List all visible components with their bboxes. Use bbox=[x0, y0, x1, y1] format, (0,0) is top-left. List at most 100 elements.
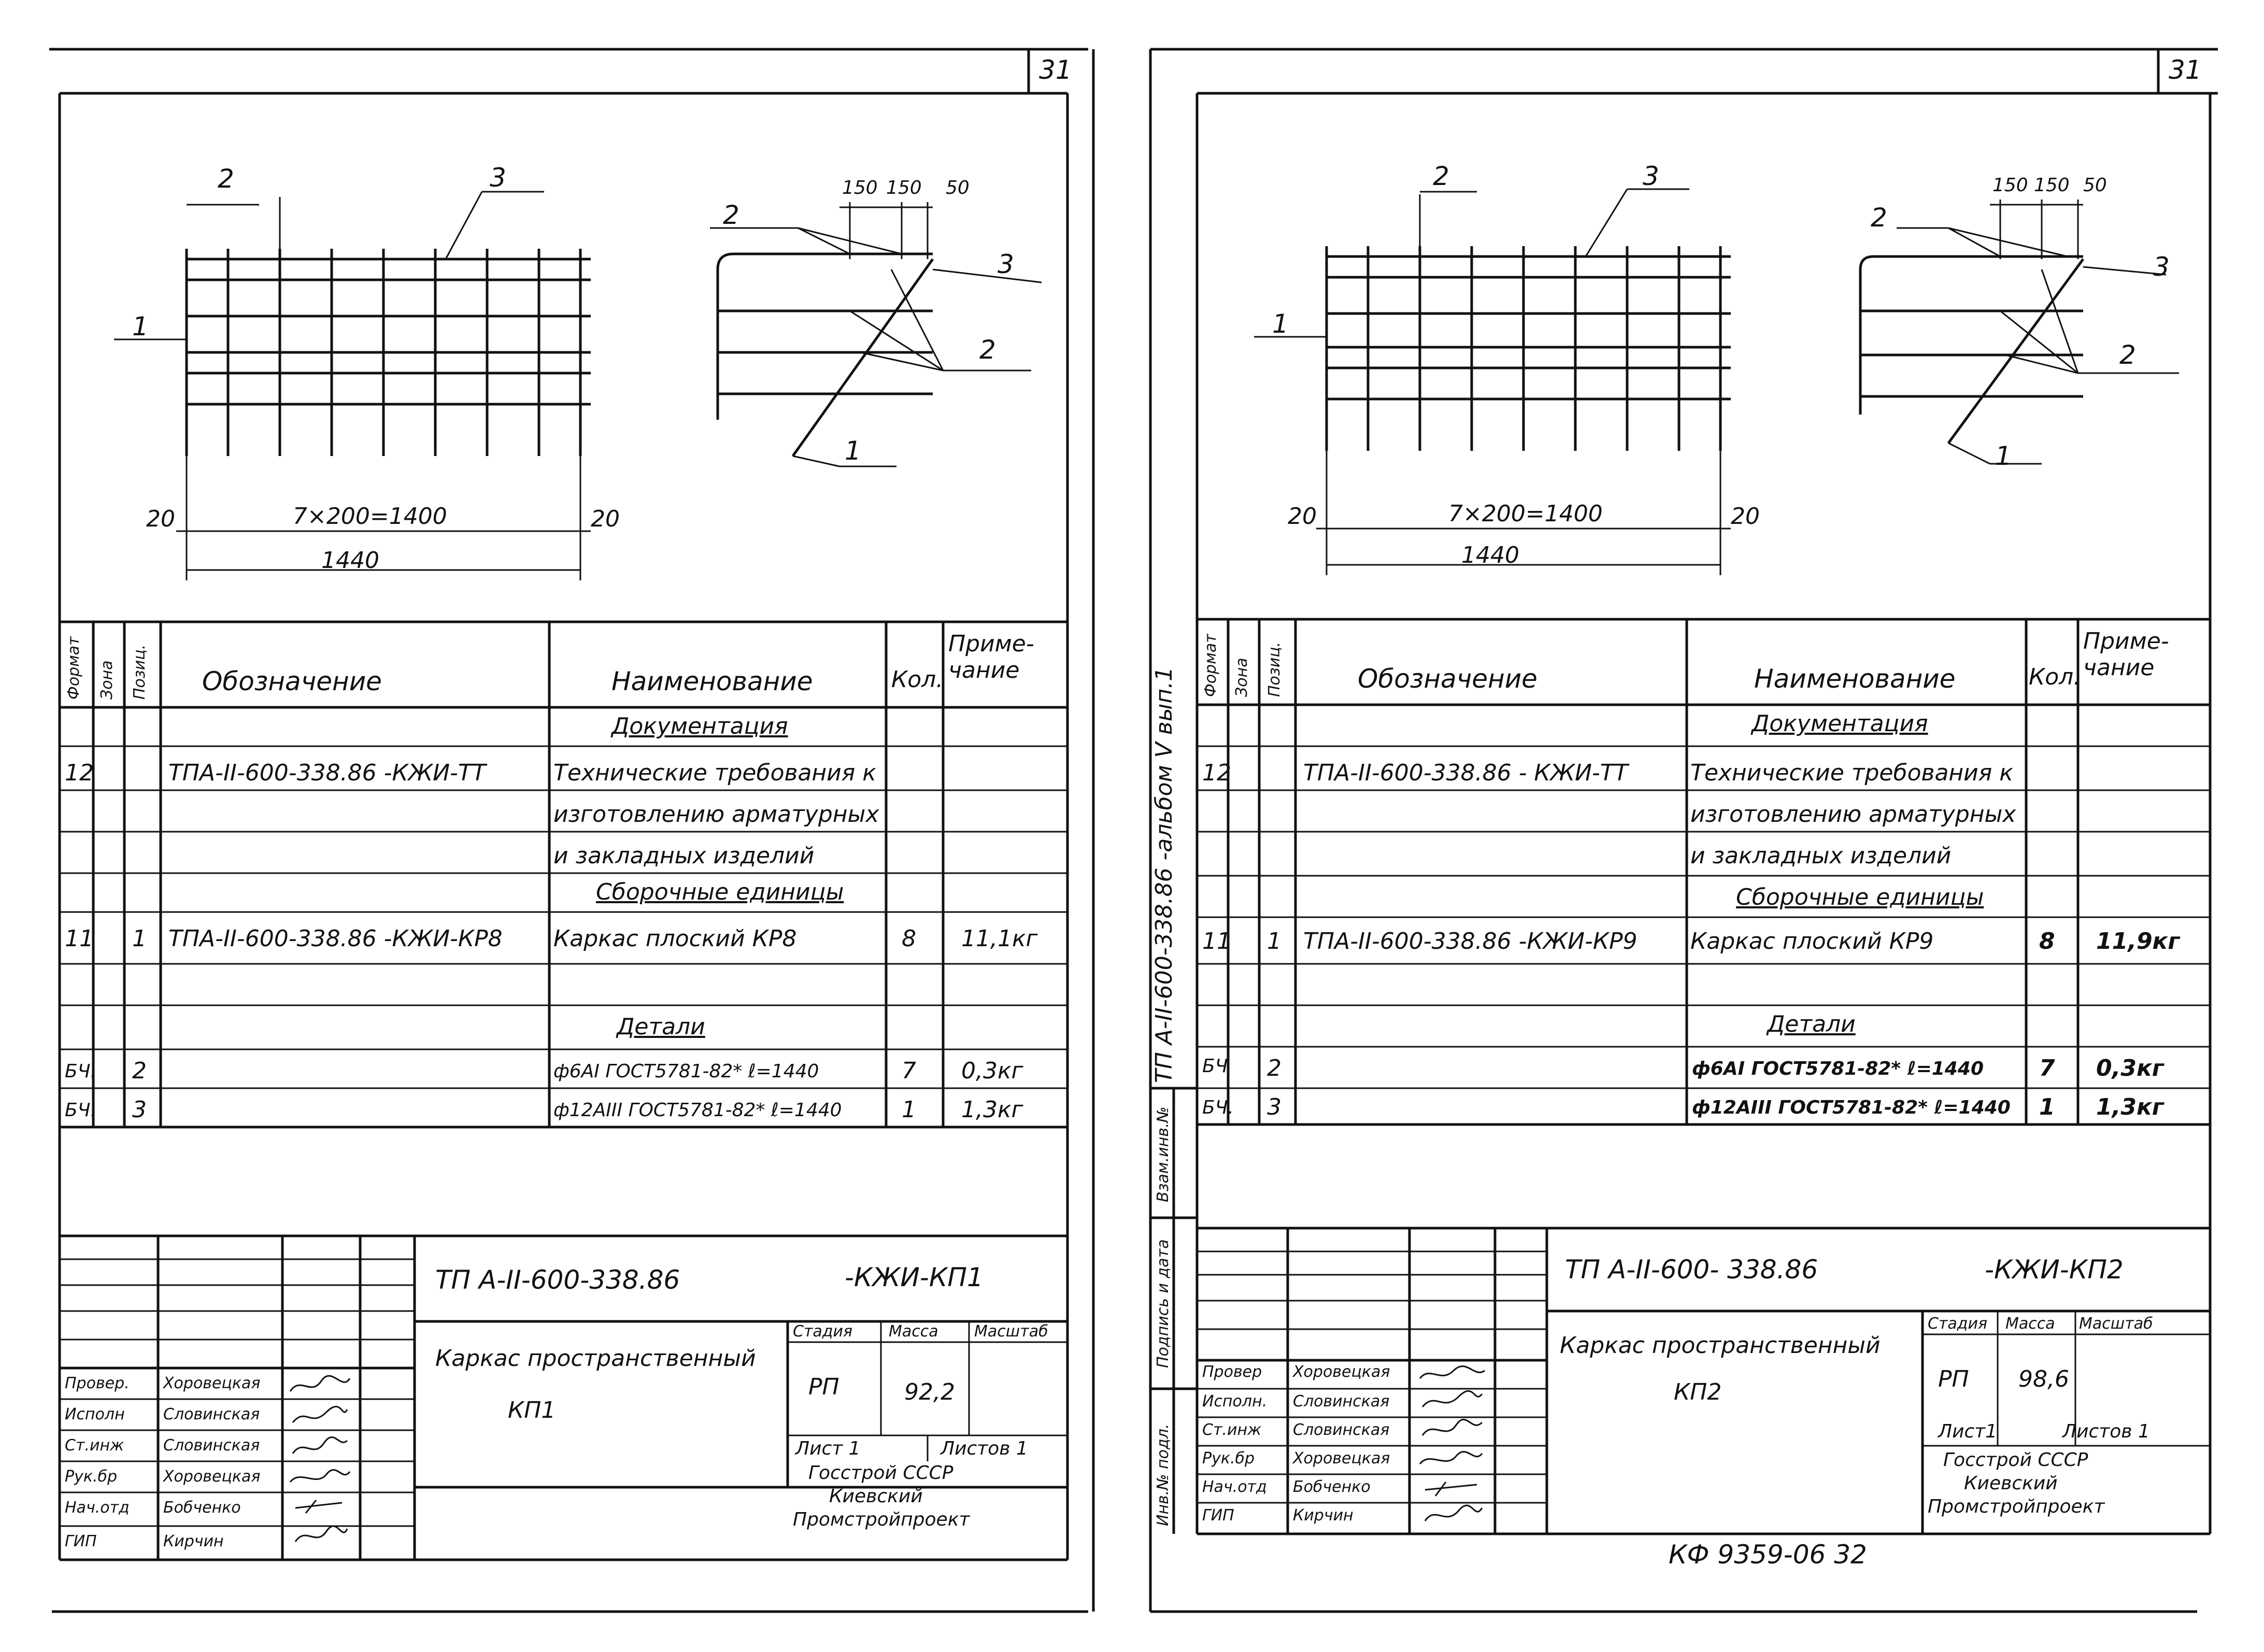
doc-name-line1: Технические требования к bbox=[553, 760, 876, 786]
detail-format-2: БЧ. bbox=[1202, 1097, 1234, 1118]
name-3: Словинская bbox=[163, 1436, 260, 1455]
role-3: Ст.инж bbox=[1202, 1421, 1262, 1439]
title-code: ТП А-II-600- 338.86 bbox=[1565, 1255, 1818, 1285]
detail-note-1: 0,3кг bbox=[2096, 1055, 2164, 1081]
name-4: Хоровецкая bbox=[1293, 1449, 1390, 1468]
header-zone: Зона bbox=[98, 660, 116, 700]
role-6: ГИП bbox=[1202, 1506, 1234, 1525]
asm-position: 1 bbox=[1267, 928, 1281, 955]
dimension-left: 20 bbox=[1288, 503, 1317, 530]
role-1: Провер bbox=[1202, 1363, 1262, 1381]
name-6: Кирчин bbox=[163, 1532, 224, 1550]
doc-name-line2: изготовлению арматурных bbox=[553, 801, 879, 828]
header-quantity: Кол. bbox=[891, 666, 944, 693]
name-5: Бобченко bbox=[1293, 1478, 1371, 1496]
dimension-150-a: 150 bbox=[842, 177, 878, 198]
asm-note: 11,1кг bbox=[961, 925, 1038, 952]
detail-position-1: 2 bbox=[132, 1058, 147, 1084]
doc-format: 12 bbox=[65, 760, 94, 786]
page-number: 31 bbox=[2169, 55, 2202, 85]
role-2: Исполн bbox=[65, 1405, 125, 1423]
side-callout-2b: 2 bbox=[2119, 340, 2136, 370]
side-label-replace: Взам.инв.№ bbox=[1154, 1106, 1172, 1202]
detail-note-2: 1,3кг bbox=[2096, 1094, 2164, 1120]
asm-format: 11 bbox=[1202, 928, 1231, 955]
org-line2: Киевский bbox=[829, 1486, 923, 1507]
doc-name-line3: и закладных изделий bbox=[553, 843, 815, 869]
doc-designation: ТПА-II-600-338.86 - КЖИ-ТТ bbox=[1303, 760, 1628, 786]
mass-value: 98,6 bbox=[2018, 1366, 2069, 1392]
role-5: Нач.отд bbox=[1202, 1478, 1267, 1496]
sheet-number: Лист1 bbox=[1938, 1421, 1998, 1442]
mass-value: 92,2 bbox=[904, 1379, 955, 1405]
detail-format-1: БЧ bbox=[1202, 1056, 1228, 1077]
asm-designation: ТПА-II-600-338.86 -КЖИ-КР8 bbox=[168, 925, 503, 952]
asm-note: 11,9кг bbox=[2096, 928, 2180, 955]
signatures-left bbox=[289, 1375, 351, 1542]
section-assemblies: Сборочные единицы bbox=[1736, 884, 1984, 910]
header-position: Позиц. bbox=[131, 644, 149, 700]
name-1: Хоровецкая bbox=[163, 1374, 261, 1392]
callout-1: 1 bbox=[1272, 309, 1289, 339]
side-callout-2b: 2 bbox=[979, 335, 996, 365]
detail-note-1: 0,3кг bbox=[961, 1058, 1023, 1084]
sheet-linework-left bbox=[49, 48, 1088, 1613]
name-4: Хоровецкая bbox=[163, 1468, 261, 1486]
title-line1: Каркас пространственный bbox=[1560, 1332, 1881, 1359]
role-5: Нач.отд bbox=[65, 1499, 130, 1517]
dimension-total: 1440 bbox=[321, 547, 379, 574]
drawing-sheet-left: 31 2 3 1 150 150 50 2 3 2 1 20 7×200=140… bbox=[49, 48, 1088, 1613]
sheet-divider bbox=[1092, 49, 1095, 1612]
side-callout-2: 2 bbox=[1871, 203, 1887, 233]
mass-label: Масса bbox=[2005, 1315, 2055, 1333]
dimension-left: 20 bbox=[146, 506, 175, 532]
sheet-linework-right bbox=[1149, 48, 2218, 1613]
role-2: Исполн. bbox=[1202, 1392, 1268, 1411]
title-line2: КП2 bbox=[1674, 1379, 1722, 1405]
side-callout-2: 2 bbox=[723, 200, 739, 230]
section-documentation: Документация bbox=[611, 713, 788, 739]
asm-name: Каркас плоский КР8 bbox=[553, 925, 797, 952]
role-4: Рук.бр bbox=[65, 1468, 118, 1486]
doc-format: 12 bbox=[1202, 760, 1231, 786]
header-quantity: Кол. bbox=[2029, 664, 2081, 690]
asm-name: Каркас плоский КР9 bbox=[1690, 928, 1934, 955]
dimension-right: 20 bbox=[591, 506, 620, 532]
detail-format-2: БЧ. bbox=[65, 1100, 96, 1121]
asm-quantity: 8 bbox=[2039, 928, 2055, 955]
section-details: Детали bbox=[617, 1014, 705, 1040]
dimension-total: 1440 bbox=[1461, 542, 1519, 568]
header-name: Наименование bbox=[1754, 664, 1956, 694]
dimension-50: 50 bbox=[2083, 175, 2107, 196]
detail-quantity-2: 1 bbox=[2039, 1094, 2055, 1120]
dimension-150-b: 150 bbox=[886, 177, 922, 198]
org-line3: Промстройпроект bbox=[793, 1509, 970, 1530]
name-2: Словинская bbox=[1293, 1392, 1390, 1411]
org-line3: Промстройпроект bbox=[1928, 1496, 2105, 1517]
detail-position-2: 3 bbox=[1267, 1094, 1281, 1120]
dimension-span: 7×200=1400 bbox=[1448, 501, 1603, 527]
asm-format: 11 bbox=[65, 925, 94, 952]
title-code: ТП А-II-600-338.86 bbox=[435, 1265, 680, 1295]
sheet-number: Лист 1 bbox=[795, 1438, 861, 1459]
detail-quantity-1: 7 bbox=[2039, 1055, 2055, 1081]
side-callout-3: 3 bbox=[998, 249, 1014, 279]
stage-value: РП bbox=[1938, 1366, 1969, 1392]
role-3: Ст.инж bbox=[65, 1436, 124, 1455]
dimension-150-b: 150 bbox=[2034, 175, 2070, 196]
doc-name-line1: Технические требования к bbox=[1690, 760, 2013, 786]
title-suffix: -КЖИ-КП2 bbox=[1985, 1255, 2124, 1285]
name-6: Кирчин bbox=[1293, 1506, 1354, 1525]
mass-label: Масса bbox=[889, 1322, 938, 1341]
name-5: Бобченко bbox=[163, 1499, 241, 1517]
dimension-50: 50 bbox=[946, 177, 970, 198]
role-6: ГИП bbox=[65, 1532, 97, 1550]
detail-format-1: БЧ. bbox=[65, 1061, 96, 1082]
detail-name-1: ф6АI ГОСТ5781-82* ℓ=1440 bbox=[1692, 1058, 1984, 1079]
title-suffix: -КЖИ-КП1 bbox=[845, 1262, 984, 1292]
callout-2: 2 bbox=[1433, 161, 1449, 191]
scale-label: Масштаб bbox=[974, 1322, 1048, 1341]
header-designation: Обозначение bbox=[202, 666, 382, 696]
role-4: Рук.бр bbox=[1202, 1449, 1255, 1468]
org-line1: Госстрой СССР bbox=[1943, 1449, 2088, 1471]
